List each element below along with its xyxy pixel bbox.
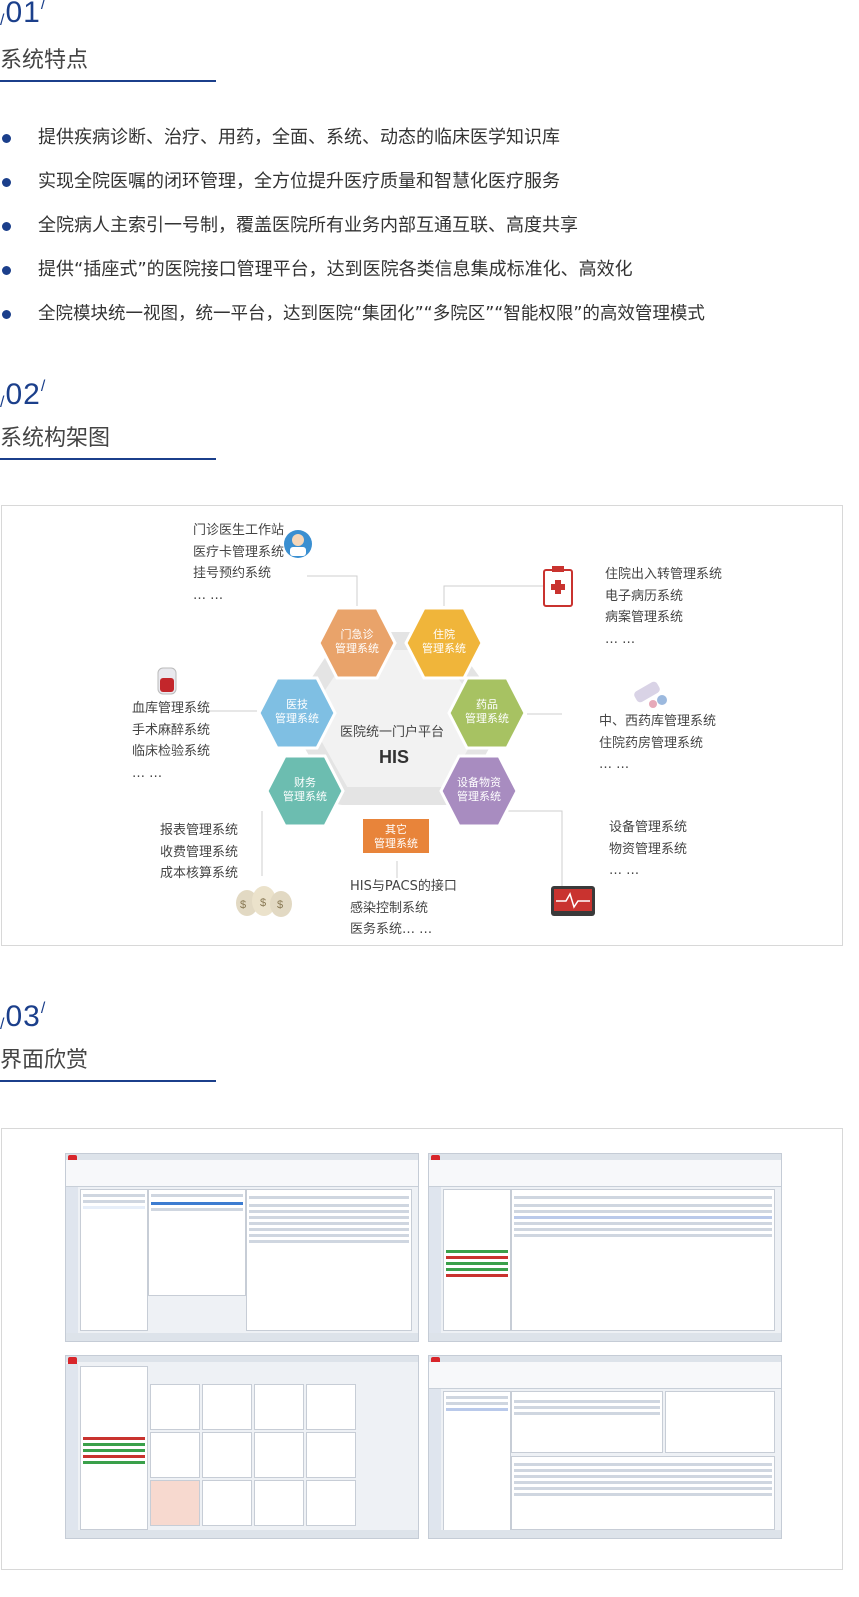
svg-text:管理系统: 管理系统 (335, 641, 379, 655)
screenshot-outpatient-emr (65, 1153, 419, 1342)
architecture-graphic: 门急诊 管理系统 住院 管理系统 药品 管理系统 设备物资 管理系统 其它 管理… (157, 530, 667, 917)
section-01-header: /01/ 系统特点 (0, 0, 260, 82)
section-underline (0, 80, 216, 82)
section-underline (0, 458, 216, 460)
app-logo-icon (68, 1155, 77, 1164)
section-title: 界面欣赏 (0, 1048, 89, 1073)
svg-text:$: $ (277, 899, 283, 911)
svg-text:设备物资: 设备物资 (457, 775, 501, 789)
section-underline (0, 1080, 216, 1082)
section-number: /02/ (0, 378, 47, 411)
svg-text:管理系统: 管理系统 (422, 641, 466, 655)
section-title: 系统构架图 (0, 426, 111, 451)
svg-text:$: $ (260, 897, 266, 909)
svg-text:管理系统: 管理系统 (374, 836, 418, 850)
bullet-icon (2, 310, 11, 319)
feature-item: 实现全院医嘱的闭环管理，全方位提升医疗质量和智慧化医疗服务 (0, 167, 859, 211)
bullet-icon (2, 134, 11, 143)
svg-text:住院: 住院 (433, 627, 455, 641)
app-logo-icon (431, 1155, 440, 1164)
feature-item: 提供“插座式”的医院接口管理平台，达到医院各类信息集成标准化、高效化 (0, 255, 859, 299)
group-pharmacy: 中、西药库管理系统住院药房管理系统… … (599, 714, 717, 772)
svg-text:医技: 医技 (286, 698, 308, 711)
section-03-header: /03/ 界面欣赏 (0, 1000, 260, 1084)
bullet-icon (2, 266, 11, 275)
svg-text:财务: 财务 (294, 775, 316, 789)
svg-text:药品: 药品 (476, 698, 498, 711)
money-bags-icon: $ $ $ (236, 886, 292, 917)
svg-text:$: $ (240, 899, 246, 911)
group-finance: 报表管理系统收费管理系统成本核算系统 (160, 823, 239, 881)
app-logo-icon (68, 1357, 77, 1366)
group-other: HIS与PACS的接口感染控制系统医务系统… … (350, 879, 457, 937)
section-title: 系统特点 (0, 48, 89, 73)
section-number: /03/ (0, 1000, 47, 1033)
feature-item: 全院模块统一视图，统一平台，达到医院“集团化”“多院区”“智能权限”的高效管理模… (0, 299, 859, 343)
his-label: HIS (379, 747, 410, 767)
screenshot-bed-cards (65, 1355, 419, 1539)
section-number: /01/ (0, 0, 47, 29)
screenshot-prescription (428, 1355, 782, 1539)
hex-pharmacy: 药品 管理系统 (447, 676, 527, 750)
hex-other: 其它 管理系统 (361, 817, 431, 855)
svg-text:其它: 其它 (385, 822, 407, 836)
section-02-header: /02/ 系统构架图 (0, 378, 260, 462)
hex-inpatient: 住院 管理系统 (404, 606, 484, 680)
feature-item: 提供疾病诊断、治疗、用药，全面、系统、动态的临床医学知识库 (0, 123, 859, 167)
screenshot-inpatient-orders (428, 1153, 782, 1342)
feature-item: 全院病人主索引一号制，覆盖医院所有业务内部互通互联、高度共享 (0, 211, 859, 255)
group-outpatient: 门诊医生工作站医疗卡管理系统挂号预约系统… … (193, 523, 285, 603)
bullet-icon (2, 222, 11, 231)
group-equipment: 设备管理系统物资管理系统… … (609, 820, 688, 878)
blood-bag-icon (157, 667, 177, 695)
portal-label: 医院统一门户平台 (340, 725, 445, 740)
svg-text:管理系统: 管理系统 (457, 789, 501, 803)
svg-text:门急诊: 门急诊 (341, 627, 374, 641)
monitor-icon (551, 886, 595, 916)
svg-text:管理系统: 管理系统 (275, 711, 319, 725)
svg-text:管理系统: 管理系统 (465, 711, 509, 725)
hex-equipment: 设备物资 管理系统 (439, 754, 519, 828)
architecture-diagram: 门急诊 管理系统 住院 管理系统 药品 管理系统 设备物资 管理系统 其它 管理… (1, 505, 843, 946)
bullet-icon (2, 178, 11, 187)
hex-outpatient: 门急诊 管理系统 (317, 606, 397, 680)
clipboard-icon (543, 566, 573, 607)
screenshot-gallery (1, 1128, 843, 1570)
feature-list: 提供疾病诊断、治疗、用药，全面、系统、动态的临床医学知识库 实现全院医嘱的闭环管… (0, 123, 859, 343)
app-logo-icon (431, 1357, 440, 1366)
doctor-icon (284, 530, 312, 558)
pills-icon (634, 681, 667, 708)
svg-text:管理系统: 管理系统 (283, 789, 327, 803)
hex-finance: 财务 管理系统 (265, 754, 345, 828)
hex-medtech: 医技 管理系统 (257, 676, 337, 750)
group-inpatient: 住院出入转管理系统电子病历系统病案管理系统… … (605, 567, 723, 647)
group-medtech: 血库管理系统手术麻醉系统临床检验系统… … (132, 701, 211, 781)
